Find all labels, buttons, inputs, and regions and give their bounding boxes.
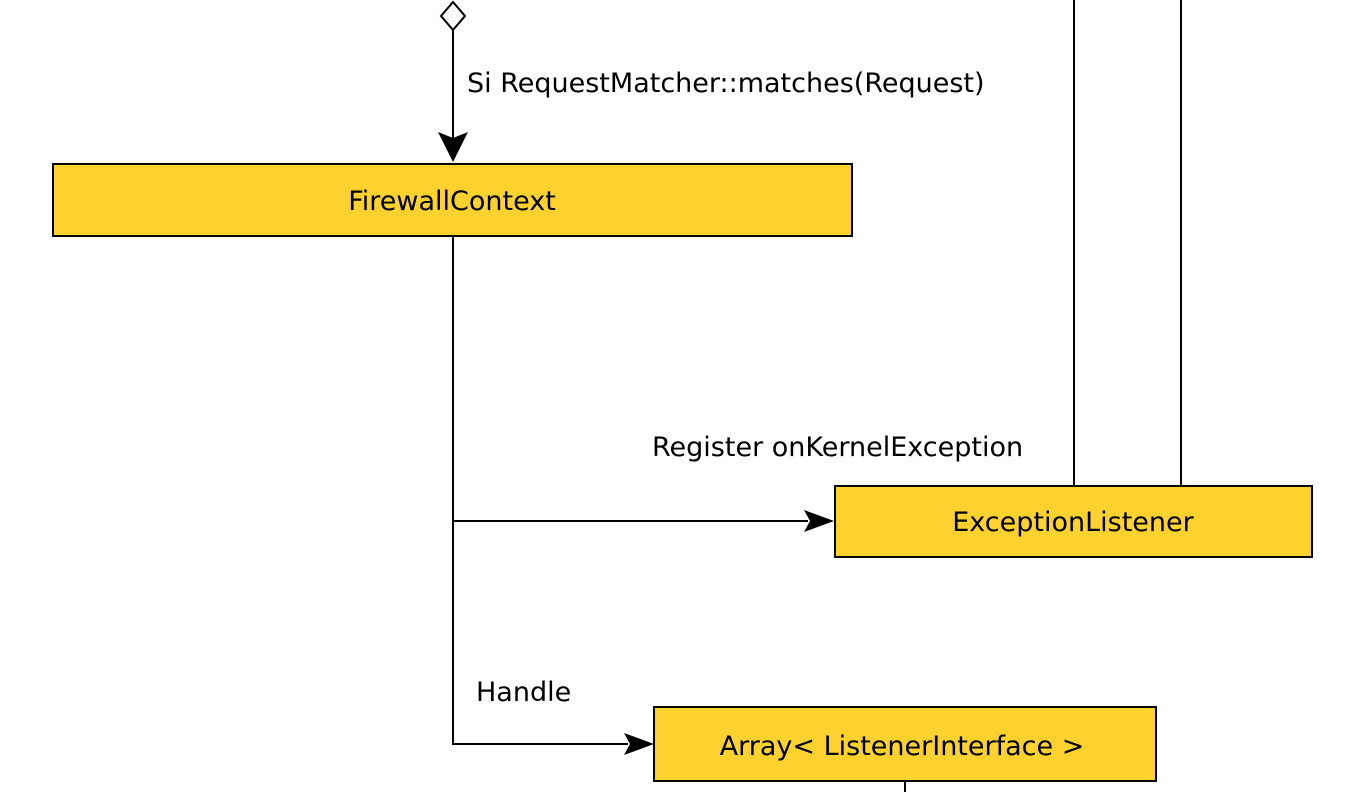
edge-label-request-matcher: Si RequestMatcher::matches(Request) [467, 68, 985, 99]
listener-array-label: Array< ListenerInterface > [720, 731, 1085, 762]
arrowhead-listener-array-icon [624, 733, 654, 755]
exception-listener-label: ExceptionListener [952, 507, 1194, 538]
node-listener-array[interactable]: Array< ListenerInterface > [653, 706, 1157, 782]
node-firewall-context[interactable]: FirewallContext [52, 163, 853, 237]
aggregation-diamond-icon [439, 0, 467, 32]
arrowhead-exception-listener-icon [804, 510, 834, 532]
exception-listener-box [834, 485, 1313, 558]
firewall-context-label: FirewallContext [348, 186, 556, 217]
edge-label-handle: Handle [476, 677, 571, 708]
edge-label-register-exception: Register onKernelException [652, 432, 1023, 463]
firewall-context-box [52, 163, 853, 237]
listener-array-box [653, 706, 1157, 782]
node-exception-listener[interactable]: ExceptionListener [834, 485, 1313, 558]
arrowhead-firewall-context-icon [438, 132, 468, 162]
